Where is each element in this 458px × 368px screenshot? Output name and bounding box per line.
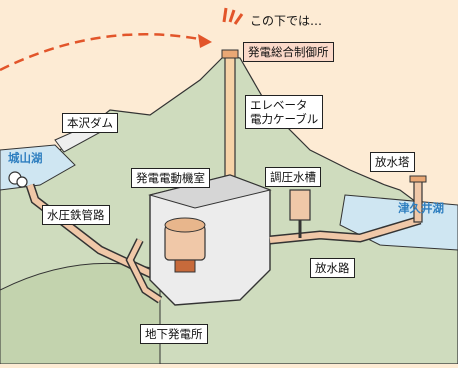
- generator-top: [164, 217, 206, 233]
- tailrace-label: 放水路: [310, 258, 355, 278]
- elevator-cable-label: エレベータ 電力ケーブル: [245, 95, 324, 129]
- control-center-label: 発電総合制御所: [243, 42, 334, 62]
- shaft-top: [221, 49, 239, 59]
- spark-icon: [222, 7, 244, 25]
- underground-plant-label: 地下発電所: [140, 324, 208, 344]
- surge-tank: [289, 189, 311, 221]
- dashed-arc-arrow: [0, 33, 206, 72]
- tailrace-tunnel-inner: [269, 217, 421, 243]
- arrow-head: [198, 34, 212, 48]
- lower-lake-label: 津久井湖: [398, 201, 444, 215]
- intake-gate-2: [16, 176, 28, 188]
- outlet-tower-label: 放水塔: [370, 152, 415, 172]
- generator-room-label: 発電電動機室: [131, 168, 210, 188]
- callout-text: この下では…: [250, 14, 323, 28]
- upper-lake-label: 城山湖: [8, 151, 43, 165]
- penstock-lower-inner: [127, 238, 162, 303]
- turbine-base: [174, 259, 196, 273]
- dam-label: 本沢ダム: [62, 113, 118, 133]
- surge-tank-label: 調圧水槽: [265, 167, 321, 187]
- penstock-label: 水圧鉄管路: [42, 205, 110, 225]
- outlet-tower-cap: [409, 175, 427, 183]
